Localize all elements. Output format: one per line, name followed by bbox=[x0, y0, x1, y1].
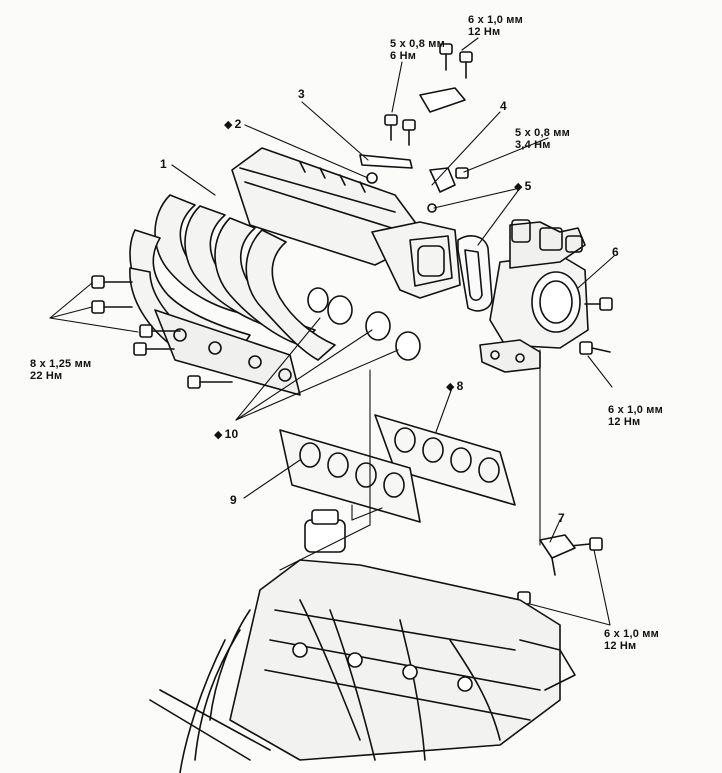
engine-cylinder-head bbox=[149, 509, 576, 773]
part-number-1: 1 bbox=[160, 157, 167, 171]
part-number-7: 7 bbox=[558, 511, 565, 525]
callout-size: 5 x 0,8 мм bbox=[515, 127, 570, 139]
callout-torque: 12 Нм bbox=[604, 640, 637, 652]
throttle-body bbox=[479, 219, 589, 373]
critical-marker: ◆ bbox=[224, 119, 233, 131]
callout-right-mid: 6 x 1,0 мм 12 Нм bbox=[608, 404, 663, 428]
part-number-9: 9 bbox=[230, 493, 237, 507]
bracket-7 bbox=[539, 534, 576, 576]
part-number-10: ◆10 bbox=[214, 427, 239, 441]
part-number-3: 3 bbox=[298, 87, 305, 101]
part-number-4: 4 bbox=[500, 99, 507, 113]
callout-torque: 22 Нм bbox=[30, 370, 63, 382]
part-number-8: ◆8 bbox=[446, 379, 464, 393]
callout-torque: 3,4 Нм bbox=[515, 139, 551, 151]
callout-right-sensor: 5 x 0,8 мм 3,4 Нм bbox=[515, 127, 570, 151]
callout-torque: 12 Нм bbox=[468, 26, 501, 38]
throttle-body-gasket bbox=[457, 235, 493, 312]
callout-size: 6 x 1,0 мм bbox=[468, 14, 523, 26]
part-number-5: ◆5 bbox=[514, 179, 532, 193]
callout-torque: 12 Нм bbox=[608, 416, 641, 428]
manifold-gasket-9 bbox=[279, 429, 421, 523]
leader-lines bbox=[49, 37, 615, 626]
callout-size: 5 x 0,8 мм bbox=[390, 38, 445, 50]
critical-marker: ◆ bbox=[446, 381, 455, 393]
callout-left: 8 x 1,25 мм 22 Нм bbox=[30, 358, 91, 382]
intake-manifold bbox=[129, 147, 461, 396]
callout-torque: 6 Нм bbox=[390, 50, 417, 62]
callout-size: 8 x 1,25 мм bbox=[30, 358, 92, 370]
callout-size: 6 x 1,0 мм bbox=[608, 404, 663, 416]
critical-marker: ◆ bbox=[214, 429, 223, 441]
callout-size: 6 x 1,0 мм bbox=[604, 628, 659, 640]
fasteners bbox=[91, 43, 613, 649]
manifold-gasket-8 bbox=[374, 414, 516, 506]
callout-top-mid: 5 x 0,8 мм 6 Нм bbox=[390, 38, 445, 62]
critical-marker: ◆ bbox=[514, 181, 523, 193]
callout-top-right: 6 x 1,0 мм 12 Нм bbox=[468, 14, 523, 38]
part-number-2: ◆2 bbox=[224, 117, 242, 131]
o-rings bbox=[307, 287, 421, 361]
part-number-6: 6 bbox=[612, 245, 619, 259]
callout-bottom-right: 6 x 1,0 мм 12 Нм bbox=[604, 628, 659, 652]
